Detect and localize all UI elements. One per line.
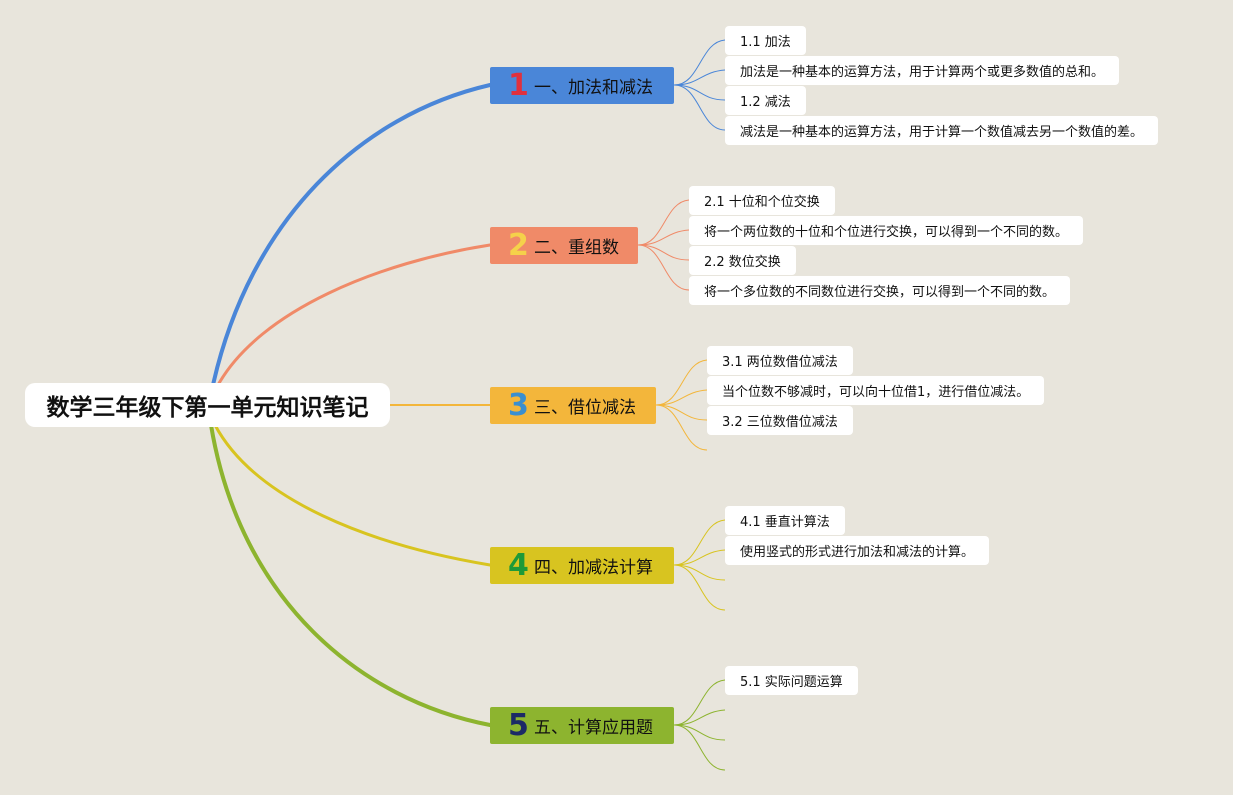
leaf-3-3-label: 3.2 三位数借位减法 — [722, 415, 838, 430]
branch-title-5: 五、计算应用题 — [534, 718, 653, 738]
branch-title-4: 四、加减法计算 — [534, 558, 653, 578]
leaf-1-1[interactable]: 1.1 加法 — [725, 26, 806, 55]
branch-title-1: 一、加法和减法 — [534, 78, 653, 98]
branch-topic-3[interactable]: 3 三、借位减法 — [490, 387, 656, 424]
leaf-1-2[interactable]: 加法是一种基本的运算方法，用于计算两个或更多数值的总和。 — [725, 56, 1120, 85]
leaf-4-2-label: 使用竖式的形式进行加法和减法的计算。 — [740, 545, 975, 560]
leaf-connectors-4 — [673, 519, 726, 611]
root-topic-label: 数学三年级下第一单元知识笔记 — [46, 395, 369, 421]
branch-topic-1[interactable]: 1 一、加法和减法 — [490, 67, 674, 104]
leaf-3-2-label: 当个位数不够减时，可以向十位借1，进行借位减法。 — [722, 385, 1030, 400]
leaf-5-1-label: 5.1 实际问题运算 — [740, 675, 843, 690]
root-topic[interactable]: 数学三年级下第一单元知识笔记 — [25, 383, 390, 427]
leaf-3-1[interactable]: 3.1 两位数借位减法 — [707, 346, 853, 375]
leaf-2-4-label: 将一个多位数的不同数位进行交换，可以得到一个不同的数。 — [704, 285, 1056, 300]
branch-number-5: 5 — [508, 708, 529, 743]
connector-root-branch-4 — [213, 423, 492, 567]
leaf-1-3[interactable]: 1.2 减法 — [725, 86, 806, 115]
leaf-5-1[interactable]: 5.1 实际问题运算 — [725, 666, 858, 695]
branch-topic-2[interactable]: 2 二、重组数 — [490, 227, 638, 264]
connector-root-branch-2 — [216, 243, 492, 387]
branch-number-3: 3 — [508, 388, 529, 423]
branch-title-2: 二、重组数 — [534, 238, 619, 258]
branch-topic-5[interactable]: 5 五、计算应用题 — [490, 707, 674, 744]
leaf-2-2-label: 将一个两位数的十位和个位进行交换，可以得到一个不同的数。 — [704, 225, 1069, 240]
leaf-connectors-3 — [655, 359, 708, 451]
leaf-4-2[interactable]: 使用竖式的形式进行加法和减法的计算。 — [725, 536, 990, 565]
branch-number-1: 1 — [508, 68, 529, 103]
leaf-1-1-label: 1.1 加法 — [740, 35, 791, 50]
leaf-2-3-label: 2.2 数位交换 — [704, 255, 781, 270]
leaf-3-3[interactable]: 3.2 三位数借位减法 — [707, 406, 853, 435]
branch-number-2: 2 — [508, 228, 529, 263]
leaf-2-1-label: 2.1 十位和个位交换 — [704, 195, 820, 210]
branch-title-3: 三、借位减法 — [534, 398, 636, 418]
branch-topic-4[interactable]: 4 四、加减法计算 — [490, 547, 674, 584]
leaf-2-1[interactable]: 2.1 十位和个位交换 — [689, 186, 835, 215]
connector-root-branch-1 — [211, 83, 492, 387]
leaf-3-1-label: 3.1 两位数借位减法 — [722, 355, 838, 370]
leaf-2-4[interactable]: 将一个多位数的不同数位进行交换，可以得到一个不同的数。 — [689, 276, 1071, 305]
leaf-1-4[interactable]: 减法是一种基本的运算方法，用于计算一个数值减去另一个数值的差。 — [725, 116, 1159, 145]
leaf-1-2-label: 加法是一种基本的运算方法，用于计算两个或更多数值的总和。 — [740, 65, 1105, 80]
leaf-connectors-1 — [673, 39, 726, 131]
connector-root-branch-5 — [209, 423, 492, 727]
leaf-1-4-label: 减法是一种基本的运算方法，用于计算一个数值减去另一个数值的差。 — [740, 125, 1144, 140]
leaf-1-3-label: 1.2 减法 — [740, 95, 791, 110]
leaf-4-1[interactable]: 4.1 垂直计算法 — [725, 506, 845, 535]
leaf-2-3[interactable]: 2.2 数位交换 — [689, 246, 796, 275]
leaf-2-2[interactable]: 将一个两位数的十位和个位进行交换，可以得到一个不同的数。 — [689, 216, 1084, 245]
branch-number-4: 4 — [508, 548, 529, 583]
leaf-connectors-2 — [637, 199, 690, 291]
leaf-connectors-5 — [673, 679, 726, 771]
leaf-4-1-label: 4.1 垂直计算法 — [740, 515, 830, 530]
leaf-3-2[interactable]: 当个位数不够减时，可以向十位借1，进行借位减法。 — [707, 376, 1045, 405]
